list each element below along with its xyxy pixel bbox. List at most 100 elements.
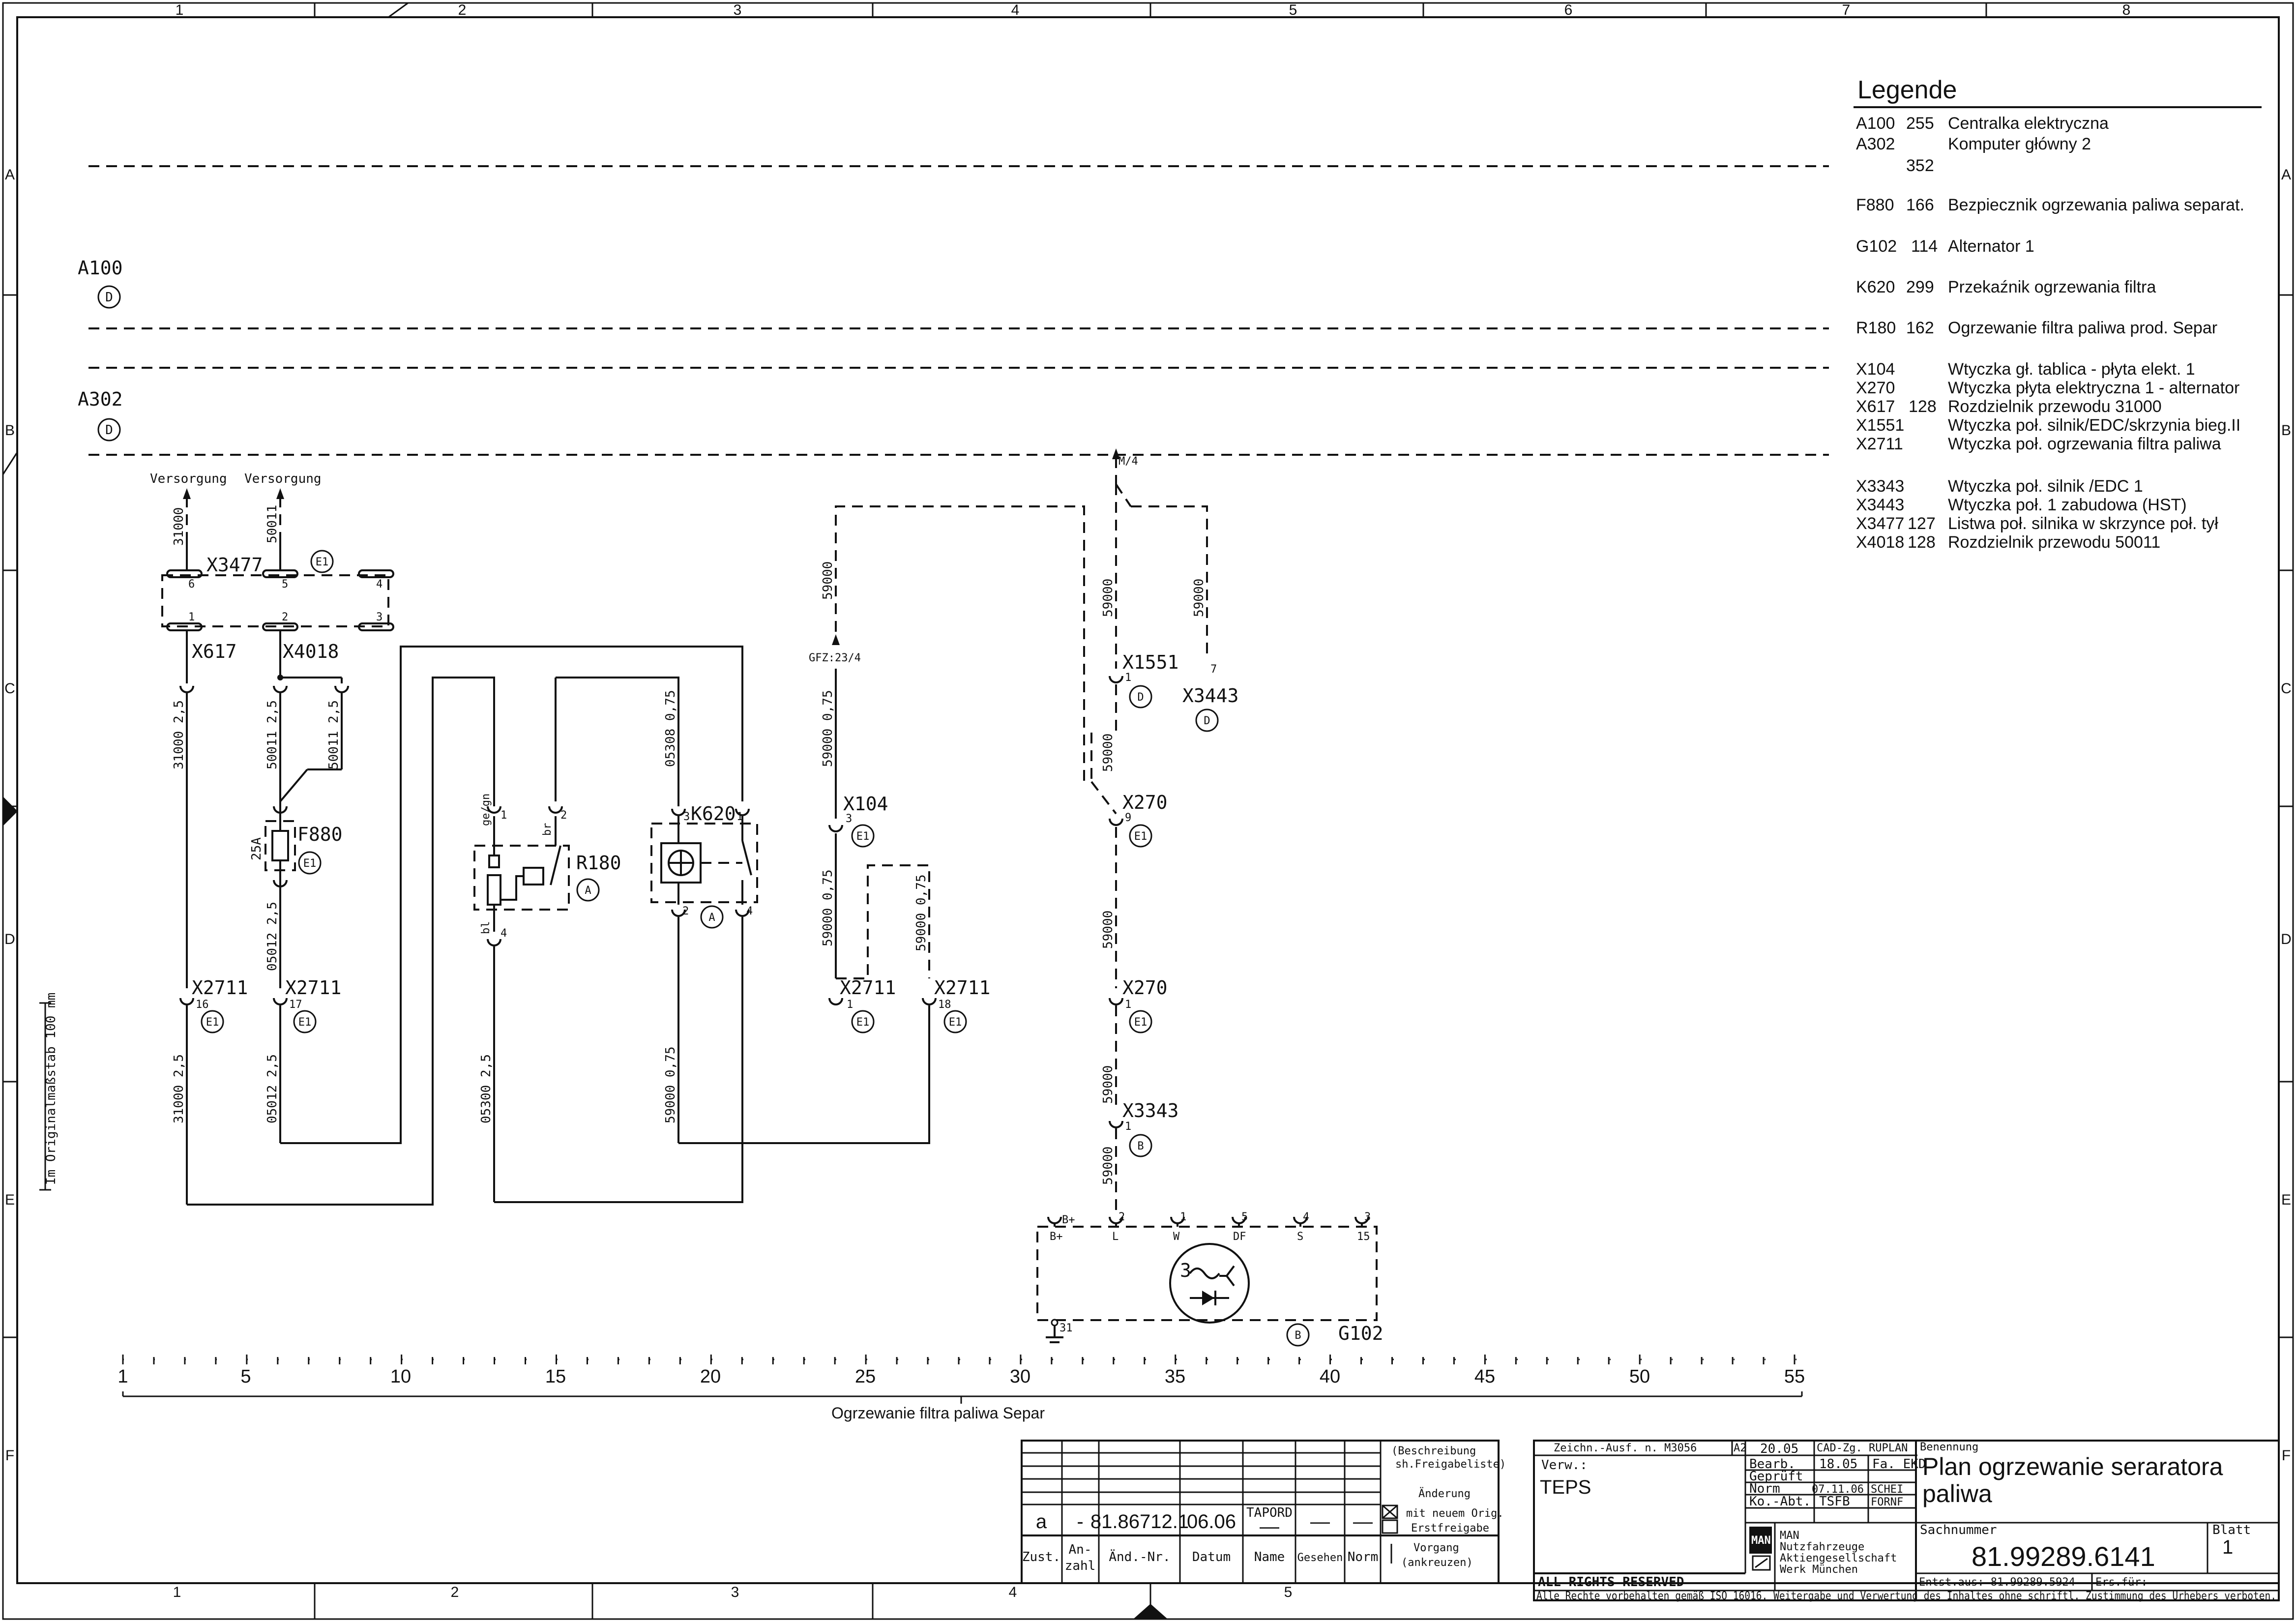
svg-text:Verw.:: Verw.: — [1541, 1458, 1588, 1473]
svg-text:Werk München: Werk München — [1780, 1563, 1858, 1576]
svg-text:166: 166 — [1906, 196, 1934, 214]
svg-text:A: A — [708, 912, 715, 924]
svg-text:X2711: X2711 — [840, 977, 896, 999]
legend-item: X4018 128 Rozdzielnik przewodu 50011 — [1856, 533, 2160, 552]
svg-text:3: 3 — [731, 1584, 739, 1600]
svg-text:Entst.aus: 81.99289.5924: Entst.aus: 81.99289.5924 — [1919, 1576, 2075, 1589]
svg-text:3: 3 — [846, 813, 852, 825]
svg-text:E1: E1 — [298, 1016, 312, 1029]
legend-item: X270 Wtyczka płyta elektryczna 1 - alter… — [1856, 379, 2239, 397]
svg-text:TSFB: TSFB — [1819, 1494, 1850, 1509]
svg-text:A302: A302 — [1856, 135, 1895, 153]
svg-text:Änderung: Änderung — [1418, 1487, 1471, 1500]
svg-text:X2711: X2711 — [285, 977, 341, 999]
k620-box — [650, 823, 758, 903]
center-mark-bottom — [1133, 1604, 1168, 1619]
svg-text:30: 30 — [1010, 1366, 1030, 1387]
svg-text:Norm: Norm — [1749, 1481, 1780, 1496]
svg-text:paliwa: paliwa — [1922, 1480, 1992, 1507]
svg-text:2: 2 — [458, 2, 467, 18]
svg-text:5: 5 — [1241, 1211, 1248, 1223]
svg-text:E: E — [2281, 1192, 2291, 1208]
x1551-label: X1551 — [1122, 651, 1178, 673]
svg-text:05012 2,5: 05012 2,5 — [265, 1054, 280, 1123]
side-scale-text: Im Originalmaßstab 100 mm — [44, 993, 59, 1185]
svg-text:—: — — [1260, 1516, 1279, 1537]
legend-title: Legende — [1857, 76, 1957, 104]
svg-text:(ankreuzen): (ankreuzen) — [1401, 1557, 1473, 1569]
svg-text:B+: B+ — [1062, 1214, 1075, 1226]
legend-item: X3443 Wtyczka poł. 1 zabudowa (HST) — [1856, 496, 2187, 514]
legend-item: X3343 Wtyczka poł. silnik /EDC 1 — [1856, 477, 2143, 496]
module-a302-label: A302 — [78, 388, 123, 410]
svg-text:D: D — [1204, 715, 1210, 727]
svg-text:X270: X270 — [1856, 379, 1895, 397]
svg-text:C: C — [4, 680, 15, 697]
svg-text:Blatt: Blatt — [2212, 1523, 2251, 1537]
svg-text:59000: 59000 — [1192, 579, 1207, 617]
x3343-label: X3343 — [1122, 1100, 1178, 1121]
svg-text:15: 15 — [545, 1366, 566, 1387]
r180-label: R180 — [576, 852, 621, 874]
svg-text:162: 162 — [1906, 319, 1934, 337]
svg-text:sh.Freigabeliste): sh.Freigabeliste) — [1395, 1458, 1506, 1471]
svg-text:5: 5 — [282, 578, 288, 590]
svg-text:Wtyczka gł. tablica - płyta el: Wtyczka gł. tablica - płyta elekt. 1 — [1948, 360, 2195, 379]
thermostat-icon — [523, 867, 544, 885]
svg-text:E1: E1 — [856, 1016, 870, 1029]
svg-text:2: 2 — [560, 809, 567, 822]
r180-heater: 1 2 ge/gn br ge/gn 4 bl R180 A 05300 2,5 — [473, 677, 743, 1203]
svg-text:16: 16 — [196, 999, 209, 1011]
svg-text:F: F — [5, 1447, 14, 1464]
drawing-title: Plan ogrzewanie seraratora — [1922, 1453, 2223, 1480]
man-logo — [1749, 1527, 1772, 1554]
svg-text:A: A — [2281, 167, 2291, 183]
svg-text:GFZ:23/4: GFZ:23/4 — [809, 652, 861, 664]
svg-text:7: 7 — [1842, 2, 1851, 18]
svg-text:Wtyczka poł. silnik/EDC/skrzyn: Wtyczka poł. silnik/EDC/skrzynia bieg.II — [1948, 416, 2240, 435]
svg-text:Zust.: Zust. — [1022, 1550, 1060, 1564]
svg-text:17: 17 — [289, 999, 302, 1011]
svg-text:35: 35 — [1165, 1366, 1185, 1387]
svg-text:Gesehen: Gesehen — [1297, 1552, 1343, 1564]
svg-text:15: 15 — [1357, 1231, 1370, 1243]
svg-text:R180: R180 — [1856, 319, 1896, 337]
svg-text:Fa. EKD: Fa. EKD — [1872, 1457, 1926, 1472]
svg-text:18.05: 18.05 — [1819, 1457, 1857, 1472]
svg-text:Benennung: Benennung — [1920, 1441, 1978, 1453]
svg-text:55: 55 — [1784, 1366, 1805, 1387]
g102-box — [1036, 1226, 1378, 1321]
part-number: 81.99289.6141 — [1972, 1541, 2155, 1572]
svg-text:59000: 59000 — [1101, 579, 1116, 617]
svg-text:07.11.06: 07.11.06 — [1812, 1483, 1864, 1496]
svg-text:X3477: X3477 — [1856, 514, 1904, 533]
svg-text:B: B — [1295, 1329, 1301, 1342]
svg-text:—: — — [1353, 1511, 1373, 1533]
svg-text:20.05: 20.05 — [1760, 1442, 1798, 1456]
sheet-number: 1 — [2222, 1536, 2233, 1558]
svg-text:59000 0,75: 59000 0,75 — [821, 869, 835, 946]
svg-text:Rozdzielnik przewodu 50011: Rozdzielnik przewodu 50011 — [1948, 533, 2160, 552]
svg-text:2: 2 — [682, 905, 689, 917]
svg-text:31: 31 — [1060, 1322, 1073, 1334]
svg-text:5: 5 — [1284, 1584, 1293, 1600]
terminal-6 — [166, 569, 203, 578]
svg-text:B: B — [5, 422, 15, 439]
svg-text:D: D — [1137, 691, 1144, 704]
svg-text:D: D — [105, 423, 113, 438]
svg-text:3: 3 — [683, 811, 690, 823]
svg-text:1: 1 — [736, 811, 743, 823]
module-boundaries — [88, 165, 1829, 456]
svg-text:E1: E1 — [1134, 1016, 1148, 1029]
svg-text:50011: 50011 — [265, 505, 280, 543]
svg-text:10: 10 — [390, 1366, 411, 1387]
x3443-label: X3443 — [1182, 685, 1238, 707]
svg-text:5: 5 — [240, 1366, 251, 1387]
svg-text:X2711: X2711 — [192, 977, 248, 999]
svg-text:X3443: X3443 — [1856, 496, 1904, 514]
svg-text:DF: DF — [1233, 1231, 1246, 1243]
svg-text:TAPORD: TAPORD — [1246, 1505, 1293, 1520]
svg-text:1: 1 — [118, 1366, 128, 1387]
center-mark-left — [3, 796, 18, 826]
svg-text:18: 18 — [938, 999, 951, 1011]
